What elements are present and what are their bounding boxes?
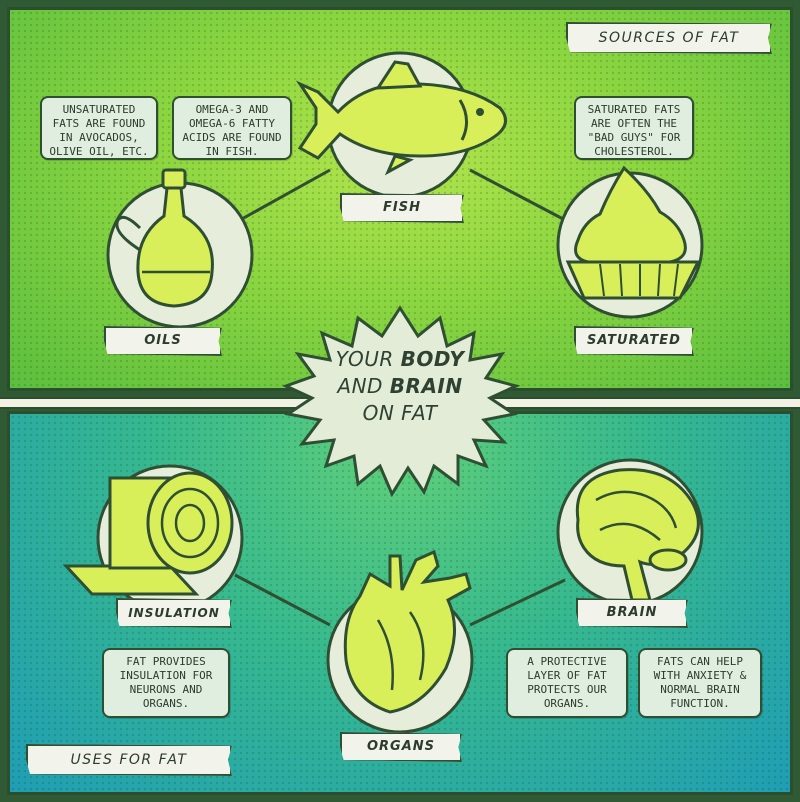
oils-note: UNSATURATED FATS ARE FOUND IN AVOCADOS, …	[40, 96, 158, 160]
uses-for-fat-label: USES FOR FAT	[26, 744, 232, 776]
brain-label: BRAIN	[576, 598, 688, 628]
oil-bottle-icon	[106, 168, 254, 329]
sources-of-fat-label: SOURCES OF FAT	[566, 22, 772, 54]
brain-icon	[556, 458, 704, 606]
insulation-note: FAT PROVIDES INSULATION FOR NEURONS AND …	[102, 648, 230, 718]
fish-label: FISH	[340, 193, 464, 223]
organs-label: ORGANS	[340, 732, 462, 762]
oils-label: OILS	[104, 326, 222, 356]
starburst-badge	[282, 305, 521, 498]
fish-note: OMEGA-3 AND OMEGA-6 FATTY ACIDS ARE FOUN…	[172, 96, 292, 160]
insulation-label: INSULATION	[116, 598, 232, 628]
fish-icon	[295, 51, 507, 199]
brain-note: FATS CAN HELP WITH ANXIETY & NORMAL BRAI…	[638, 648, 762, 718]
cupcake-icon	[556, 165, 704, 319]
saturated-label: SATURATED	[574, 326, 694, 356]
heart-icon	[326, 549, 474, 734]
connector-lines	[234, 168, 566, 627]
saturated-note: SATURATED FATS ARE OFTEN THE "BAD GUYS" …	[574, 96, 694, 160]
center-title: YOUR BODY AND BRAIN ON FAT	[335, 347, 465, 425]
insulation-roll-icon	[62, 464, 244, 612]
organs-note: A PROTECTIVE LAYER OF FAT PROTECTS OUR O…	[506, 648, 628, 718]
